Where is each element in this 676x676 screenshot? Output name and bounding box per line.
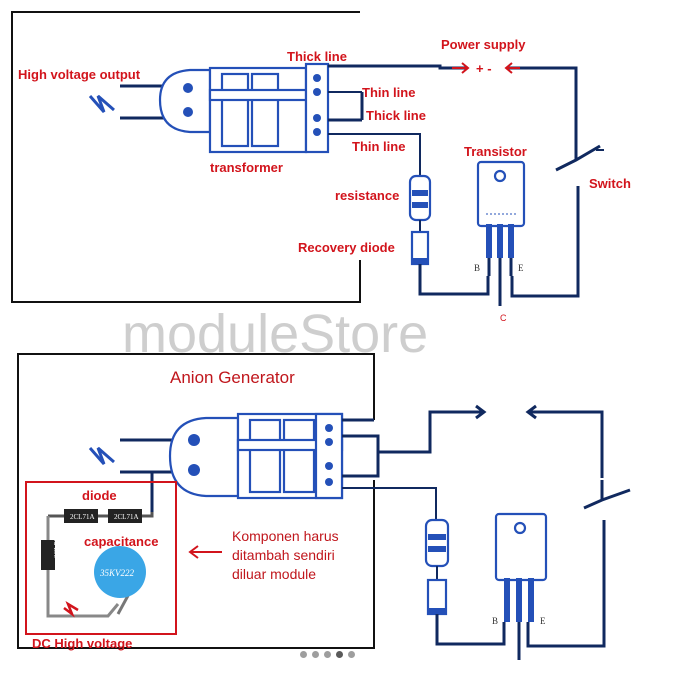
- label-pin-b-bottom: B: [492, 616, 498, 626]
- external-components: 2CL71A 2CL71A 2CL71A 35KV222: [41, 509, 154, 618]
- diode-chip-label-2: 2CL71A: [114, 513, 139, 521]
- resistor-top: [408, 174, 432, 222]
- recovery-diode-bottom: [426, 578, 448, 616]
- label-diode: diode: [82, 488, 117, 503]
- label-high-voltage-output: High voltage output: [18, 67, 141, 82]
- label-pin-e-bottom: E: [540, 616, 546, 626]
- carousel-dot-2[interactable]: [312, 651, 319, 658]
- carousel-dot-1[interactable]: [300, 651, 307, 658]
- note-arrow-icon: [188, 545, 222, 559]
- resistor-bottom: [424, 518, 450, 568]
- high-voltage-symbol-bottom-icon: [88, 446, 115, 465]
- carousel-dot-5[interactable]: [348, 651, 355, 658]
- recovery-diode-top: [410, 230, 430, 266]
- carousel-indicator: [300, 651, 355, 658]
- label-capacitance: capacitance: [84, 534, 158, 549]
- external-components-box: [25, 481, 177, 635]
- dc-high-voltage-symbol-icon: [63, 601, 79, 618]
- bottom-circuit: Anion Generator: [17, 353, 631, 660]
- label-recovery-diode: Recovery diode: [298, 240, 395, 255]
- label-power-supply: Power supply: [441, 37, 526, 52]
- top-circuit: High voltage output Thick line Thin line…: [11, 11, 631, 323]
- note-line-3: diluar module: [232, 566, 316, 582]
- carousel-dot-3[interactable]: [324, 651, 331, 658]
- transformer-bottom: [168, 412, 344, 500]
- capacitor-icon: [94, 546, 146, 598]
- bottom-module-box: [17, 353, 375, 649]
- transformer-top: [158, 62, 330, 154]
- carousel-dot-4[interactable]: [336, 651, 343, 658]
- label-thick-line-2: Thick line: [366, 108, 426, 123]
- note-line-1: Komponen harus: [232, 528, 339, 544]
- label-dc-high-voltage: DC High voltage: [32, 636, 132, 651]
- diode-chip-label-1: 2CL71A: [70, 513, 95, 521]
- label-pin-b-top: B: [474, 263, 480, 273]
- high-voltage-symbol-icon: [88, 94, 115, 113]
- note-line-2: ditambah sendiri: [232, 547, 335, 563]
- label-power-polarity: + -: [476, 61, 492, 76]
- label-pin-c-top: C: [500, 313, 507, 323]
- switch-bottom-icon: [583, 480, 631, 510]
- transistor-top: [476, 160, 526, 258]
- label-thin-line-2: Thin line: [352, 139, 405, 154]
- diode-chip-label-3: 2CL71A: [53, 534, 61, 559]
- label-thick-line-1: Thick line: [287, 49, 347, 64]
- label-transistor: Transistor: [464, 144, 527, 159]
- label-pin-e-top: E: [518, 263, 524, 273]
- label-resistance: resistance: [335, 188, 399, 203]
- top-module-box: [11, 11, 361, 303]
- switch-icon: [555, 140, 601, 172]
- capacitor-label: 35KV222: [99, 568, 135, 578]
- label-transformer: transformer: [210, 160, 283, 175]
- label-thin-line-1: Thin line: [362, 85, 415, 100]
- label-switch: Switch: [589, 176, 631, 191]
- transistor-bottom: [494, 512, 548, 622]
- anion-generator-title: Anion Generator: [170, 368, 295, 387]
